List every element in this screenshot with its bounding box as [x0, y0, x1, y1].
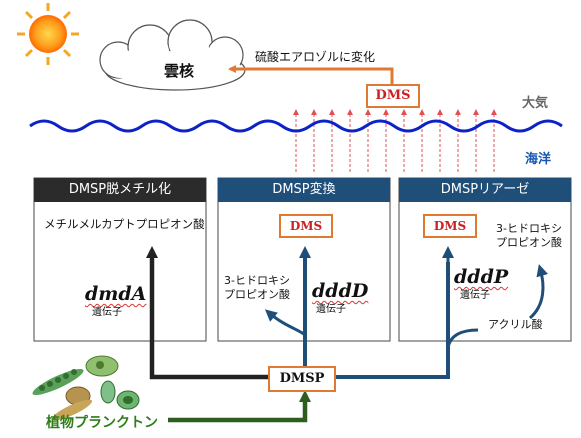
- product-methylmercaptopropionate: メチルメルカプトプロピオン酸: [44, 217, 205, 231]
- gene-label-dmdA: 遺伝子: [92, 307, 122, 318]
- panel-demethylation: [33, 177, 207, 342]
- dms-to-cloud-arrow: [228, 65, 394, 85]
- aerosol-label: 硫酸エアロゾルに変化: [255, 50, 376, 64]
- gene-dddP: dddP: [454, 266, 509, 288]
- conversion-to-hydroxy-arrow: [264, 309, 307, 337]
- dms-box-lyase: DMS: [423, 214, 477, 238]
- phytoplankton-icon: [32, 355, 140, 421]
- panel-lyase: [398, 177, 572, 342]
- dms-atmosphere-box: DMS: [366, 84, 420, 108]
- dmsp-to-lyase-arrow: [336, 262, 450, 379]
- gene-label-dddP: 遺伝子: [460, 290, 490, 301]
- sun-icon: [17, 3, 79, 65]
- ocean-label: 海洋: [525, 152, 552, 167]
- panel-title-conversion: DMSP変換: [272, 182, 336, 197]
- intermediate-acrylic-acid: アクリル酸: [488, 318, 543, 331]
- cloud-label: 雲核: [164, 62, 195, 80]
- cloud-icon: [99, 19, 246, 91]
- product-hydroxypropionate-lyase: 3-ヒドロキシ プロピオン酸: [496, 222, 562, 249]
- gene-dddD: dddD: [312, 280, 369, 302]
- phytoplankton-label: 植物プランクトン: [46, 415, 158, 431]
- product-hydroxypropionate-conversion: 3-ヒドロキシ プロピオン酸: [224, 274, 290, 301]
- dmsp-box: DMSP: [268, 366, 336, 392]
- demethylation-arrow: [146, 246, 272, 380]
- gene-dmdA: dmdA: [85, 283, 147, 305]
- panel-title-demethylation: DMSP脱メチル化: [68, 182, 172, 197]
- ocean-surface-wave: [29, 119, 563, 133]
- acrylic-to-hydroxy-arrow: [528, 264, 549, 320]
- gene-label-dddD: 遺伝子: [316, 304, 346, 315]
- atmosphere-label: 大気: [522, 96, 549, 111]
- panel-title-lyase: DMSPリアーゼ: [440, 182, 530, 197]
- plankton-to-dmsp-arrow: [168, 390, 311, 423]
- dms-box-conversion: DMS: [279, 214, 333, 238]
- lyase-to-acrylic-arrow: [446, 328, 479, 349]
